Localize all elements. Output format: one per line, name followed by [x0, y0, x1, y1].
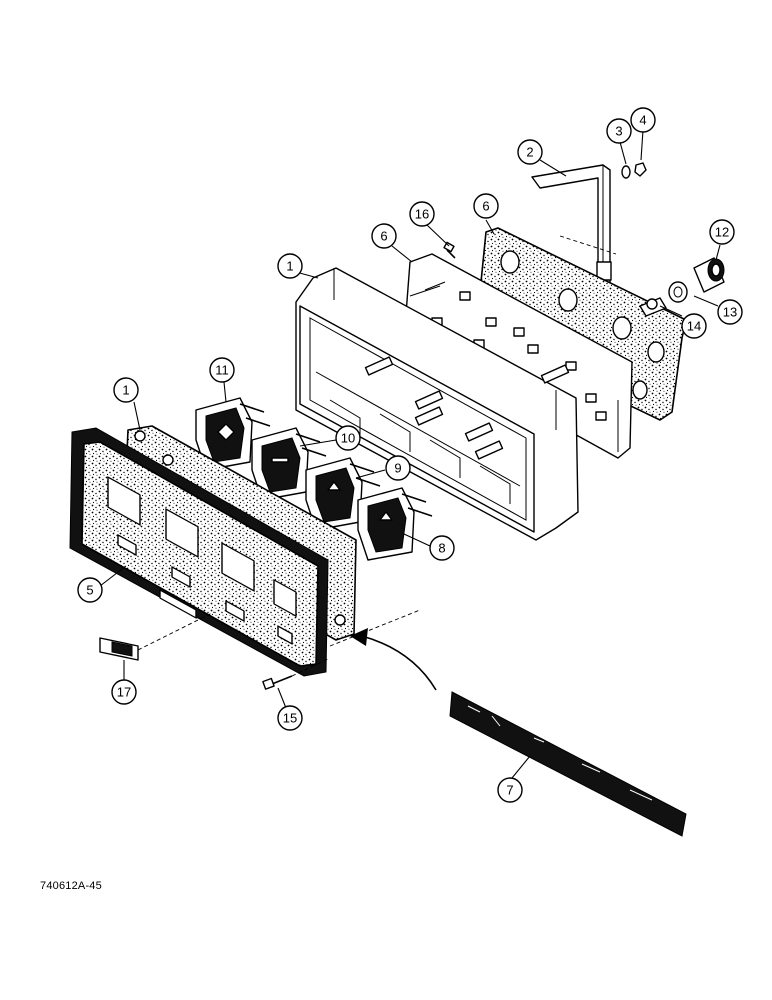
callout-8: 8 [429, 535, 455, 561]
part-10-switch [251, 427, 327, 501]
svg-text:9: 9 [394, 461, 401, 476]
svg-text:11: 11 [215, 363, 229, 378]
part-4-nut [634, 162, 647, 177]
svg-text:5: 5 [86, 583, 93, 598]
callout-1-upper: 1 [277, 253, 303, 279]
callout-15: 15 [277, 705, 303, 731]
part-14-bulb-socket [639, 297, 667, 317]
svg-text:12: 12 [715, 225, 729, 240]
part-3-washer [621, 165, 631, 179]
leader-lines [99, 129, 721, 779]
assembly-arrow [350, 628, 437, 691]
callout-3: 3 [606, 118, 632, 144]
svg-text:7: 7 [506, 783, 513, 798]
svg-text:6: 6 [380, 229, 387, 244]
part-5-front-bezel [69, 427, 329, 677]
svg-text:2: 2 [526, 145, 533, 160]
callout-17: 17 [111, 679, 137, 705]
part-13-lamp-holder [668, 281, 688, 303]
svg-text:10: 10 [341, 431, 355, 446]
svg-text:17: 17 [117, 685, 131, 700]
part-12-lamp-cap [693, 257, 725, 293]
callout-16: 16 [409, 201, 435, 227]
svg-text:3: 3 [615, 124, 622, 139]
part-7-decal-strip [449, 691, 687, 837]
svg-text:1: 1 [286, 259, 293, 274]
callout-4: 4 [630, 107, 656, 133]
assembly-line [559, 235, 617, 255]
figure-id: 740612A-45 [40, 880, 102, 892]
svg-text:1: 1 [122, 383, 129, 398]
svg-text:6: 6 [482, 199, 489, 214]
part-8-switch [357, 487, 433, 561]
callout-12: 12 [709, 219, 735, 245]
part-1-housing [295, 267, 579, 541]
svg-text:16: 16 [415, 207, 429, 222]
callout-5: 5 [77, 577, 103, 603]
part-6-rear-gasket [475, 227, 687, 421]
svg-text:14: 14 [687, 319, 701, 334]
svg-text:4: 4 [639, 113, 646, 128]
part-17-label [99, 611, 215, 661]
part-16-screw [424, 241, 456, 291]
callout-7: 7 [497, 777, 523, 803]
callout-6-right: 6 [473, 193, 499, 219]
callout-11: 11 [209, 357, 235, 383]
part-15-screw [262, 657, 331, 690]
callout-14: 14 [681, 313, 707, 339]
callout-6-left: 6 [371, 223, 397, 249]
svg-text:13: 13 [723, 305, 737, 320]
part-11-switch [195, 397, 271, 471]
assembly-line [329, 609, 421, 647]
callout-13: 13 [717, 299, 743, 325]
callout-10: 10 [335, 425, 361, 451]
svg-text:15: 15 [283, 711, 297, 726]
callout-1-lower: 1 [113, 377, 139, 403]
svg-text:8: 8 [438, 541, 445, 556]
callout-2: 2 [517, 139, 543, 165]
callout-9: 9 [385, 455, 411, 481]
